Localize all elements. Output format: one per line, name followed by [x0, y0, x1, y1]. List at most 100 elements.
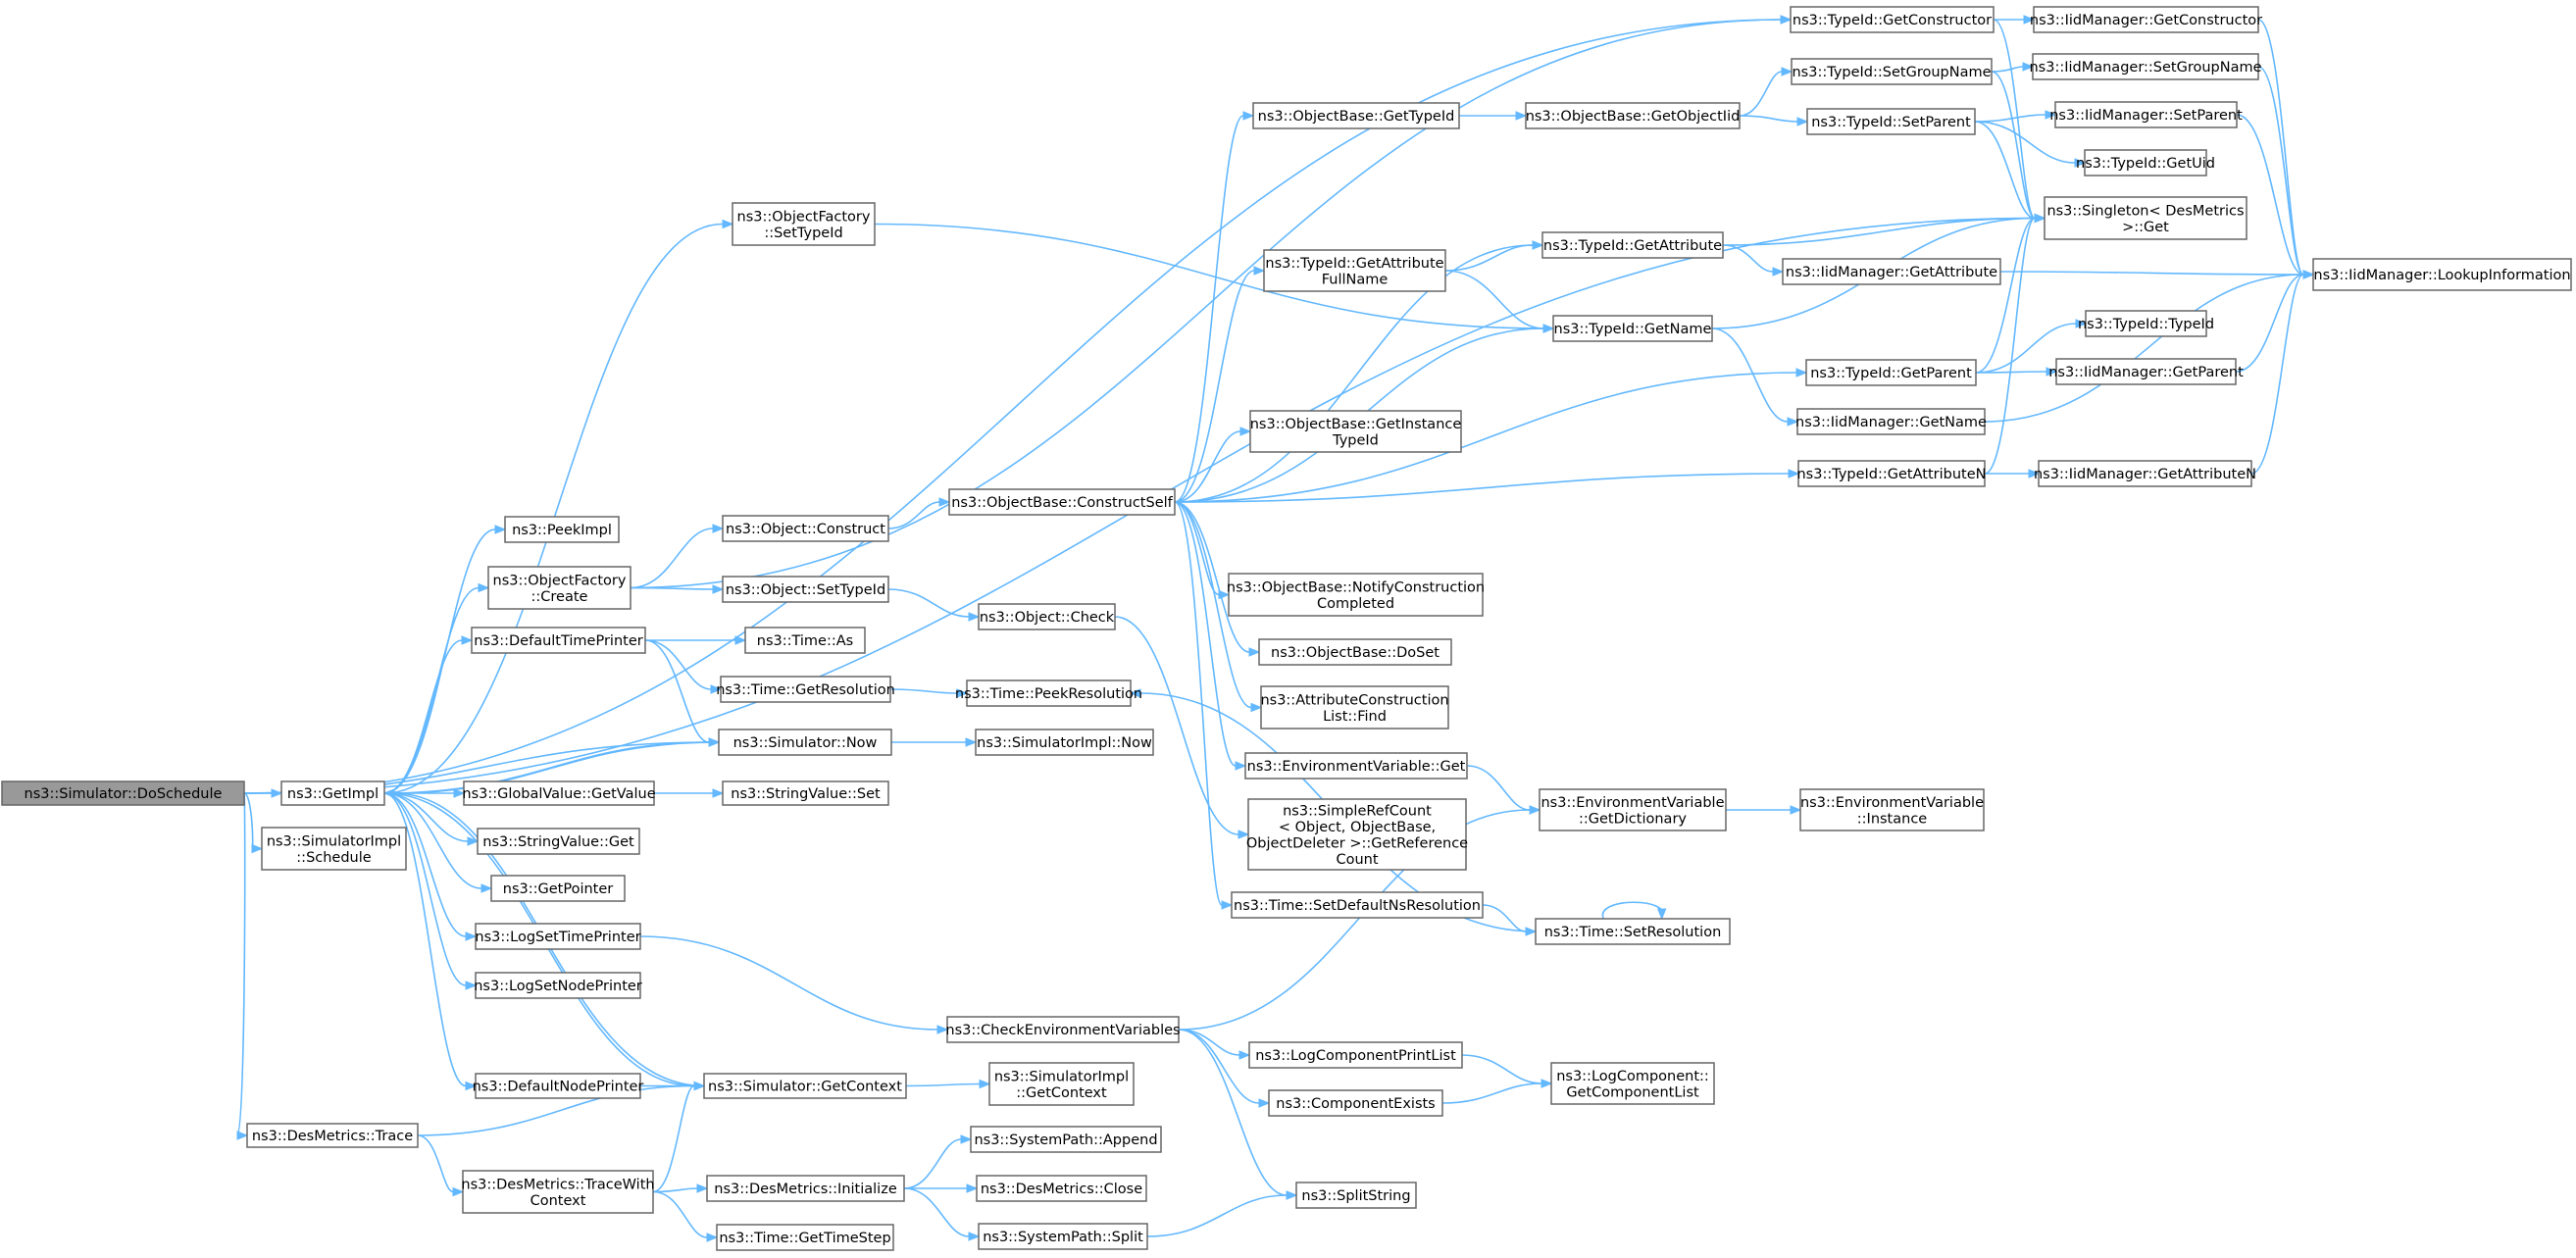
- node-desmetrics_initialize[interactable]: ns3::DesMetrics::Initialize: [706, 1175, 905, 1202]
- node-logsetnodeprinter[interactable]: ns3::LogSetNodePrinter: [474, 972, 642, 999]
- node-logcomponent_getcomponentlist[interactable]: ns3::LogComponent::GetComponentList: [1550, 1062, 1715, 1105]
- node-checkenvvars[interactable]: ns3::CheckEnvironmentVariables: [945, 1016, 1181, 1043]
- node-objectbase_getobjectiid[interactable]: ns3::ObjectBase::GetObjectIid: [1525, 102, 1741, 129]
- node-iidmanager_getattributen[interactable]: ns3::IidManager::GetAttributeN: [2034, 460, 2256, 487]
- node-time_as[interactable]: ns3::Time::As: [744, 627, 866, 654]
- edge-arrowhead: [465, 1081, 478, 1091]
- node-label: ns3::IidManager::GetAttribute: [1786, 265, 1997, 280]
- edge-line: [874, 223, 1544, 329]
- node-defaulttimeprinter[interactable]: ns3::DefaultTimePrinter: [471, 627, 646, 654]
- node-doschedule[interactable]: ns3::Simulator::DoSchedule: [1, 780, 245, 806]
- node-typeid_typeid[interactable]: ns3::TypeId::TypeId: [2078, 310, 2214, 337]
- edge-time_getresolution-to-time_peekresolution: [889, 688, 969, 698]
- edge-line: [1991, 71, 2036, 220]
- node-label: ::Create: [531, 589, 588, 605]
- node-splitstring[interactable]: ns3::SplitString: [1295, 1182, 1417, 1209]
- node-typeid_getname[interactable]: ns3::TypeId::GetName: [1552, 315, 1713, 342]
- edge-line: [383, 528, 496, 794]
- node-label: ns3::SplitString: [1301, 1188, 1410, 1204]
- node-box: [2033, 6, 2259, 33]
- node-simulator_getcontext[interactable]: ns3::Simulator::GetContext: [703, 1073, 907, 1099]
- node-object_check[interactable]: ns3::Object::Check: [978, 603, 1116, 630]
- edge-iidmanager_setparent-to-iidmanager_lookupinformation: [2236, 114, 2315, 279]
- edge-line: [1739, 71, 1783, 117]
- node-time_setdefaultnsresolution[interactable]: ns3::Time::SetDefaultNsResolution: [1231, 891, 1484, 919]
- node-box: [975, 729, 1154, 756]
- node-iidmanager_lookupinformation[interactable]: ns3::IidManager::LookupInformation: [2312, 258, 2572, 291]
- node-box: [2055, 358, 2237, 385]
- edge-objectbase_constructself-to-typeid_getattributefullname: [1174, 266, 1266, 503]
- node-time_getresolution[interactable]: ns3::Time::GetResolution: [716, 676, 895, 703]
- node-time_setresolution[interactable]: ns3::Time::SetResolution: [1535, 918, 1731, 945]
- node-time_peekresolution[interactable]: ns3::Time::PeekResolution: [955, 679, 1142, 707]
- node-iidmanager_getname[interactable]: ns3::IidManager::GetName: [1795, 408, 1987, 435]
- node-box: [1244, 752, 1468, 780]
- node-label: ns3::TypeId::GetUid: [2076, 156, 2215, 172]
- node-label: ns3::Time::SetResolution: [1544, 925, 1722, 940]
- node-time_gettimestep[interactable]: ns3::Time::GetTimeStep: [716, 1224, 894, 1251]
- node-typeid_getconstructor[interactable]: ns3::TypeId::GetConstructor: [1790, 6, 1995, 33]
- node-logsettimeprinter[interactable]: ns3::LogSetTimePrinter: [475, 923, 641, 950]
- node-iidmanager_setgroupname[interactable]: ns3::IidManager::SetGroupName: [2029, 53, 2262, 80]
- node-simimpl_getcontext[interactable]: ns3::SimulatorImpl::GetContext: [988, 1062, 1135, 1106]
- node-typeid_setparent[interactable]: ns3::TypeId::SetParent: [1806, 108, 1976, 135]
- node-box: [946, 1016, 1180, 1043]
- node-envvar_getdictionary[interactable]: ns3::EnvironmentVariable::GetDictionary: [1539, 788, 1727, 831]
- node-typeid_getuid[interactable]: ns3::TypeId::GetUid: [2076, 149, 2215, 176]
- edge-line: [1975, 217, 2036, 374]
- edge-envvar_getdictionary-to-envvar_instance: [1725, 805, 1802, 815]
- node-iidmanager_setparent[interactable]: ns3::IidManager::SetParent: [2049, 101, 2243, 128]
- edge-desmetrics_initialize-to-systempath_append: [903, 1134, 973, 1189]
- node-objfactory_settypeid[interactable]: ns3::ObjectFactory::SetTypeId: [732, 202, 876, 246]
- node-objectbase_constructself[interactable]: ns3::ObjectBase::ConstructSelf: [948, 488, 1176, 516]
- node-objectbase_notifyconstruction[interactable]: ns3::ObjectBase::NotifyConstructionCompl…: [1227, 573, 1485, 617]
- edge-line: [1999, 271, 2304, 276]
- node-stringvalue_get[interactable]: ns3::StringValue::Get: [477, 828, 640, 855]
- node-simulatorimpl_now[interactable]: ns3::SimulatorImpl::Now: [975, 729, 1154, 756]
- node-box: [2312, 258, 2572, 291]
- node-objfactory_create[interactable]: ns3::ObjectFactory::Create: [487, 566, 631, 610]
- edge-line: [639, 935, 938, 1031]
- node-iidmanager_getconstructor[interactable]: ns3::IidManager::GetConstructor: [2030, 6, 2262, 33]
- node-envvar_instance[interactable]: ns3::EnvironmentVariable::Instance: [1799, 788, 1985, 831]
- node-envvar_get[interactable]: ns3::EnvironmentVariable::Get: [1244, 752, 1468, 780]
- node-logcomponentprintlist[interactable]: ns3::LogComponentPrintList: [1248, 1041, 1463, 1069]
- node-typeid_getattribute[interactable]: ns3::TypeId::GetAttribute: [1541, 231, 1724, 259]
- node-systempath_append[interactable]: ns3::SystemPath::Append: [970, 1126, 1162, 1153]
- edge-arrowhead: [706, 1233, 719, 1242]
- edge-arrowhead: [1515, 111, 1528, 121]
- node-defaultnodeprinter[interactable]: ns3::DefaultNodePrinter: [473, 1073, 644, 1099]
- node-desmetrics_trace[interactable]: ns3::DesMetrics::Trace: [246, 1123, 419, 1148]
- node-simimpl_schedule[interactable]: ns3::SimulatorImpl::Schedule: [261, 827, 407, 871]
- node-globalvalue_getvalue[interactable]: ns3::GlobalValue::GetValue: [462, 780, 656, 806]
- node-singleton_get[interactable]: ns3::Singleton< DesMetrics>::Get: [2044, 196, 2248, 240]
- node-systempath_split[interactable]: ns3::SystemPath::Split: [978, 1223, 1148, 1250]
- node-object_settypeid[interactable]: ns3::Object::SetTypeId: [722, 576, 889, 603]
- node-simulator_now[interactable]: ns3::Simulator::Now: [718, 729, 892, 756]
- node-object_construct[interactable]: ns3::Object::Construct: [722, 515, 889, 542]
- node-typeid_getparent[interactable]: ns3::TypeId::GetParent: [1805, 359, 1977, 386]
- node-objectbase_gettypeid[interactable]: ns3::ObjectBase::GetTypeId: [1252, 102, 1460, 129]
- node-typeid_setgroupname[interactable]: ns3::TypeId::SetGroupName: [1791, 58, 1993, 85]
- node-objectbase_doset[interactable]: ns3::ObjectBase::DoSet: [1258, 638, 1452, 666]
- node-componentexists[interactable]: ns3::ComponentExists: [1268, 1089, 1443, 1117]
- node-stringvalue_set[interactable]: ns3::StringValue::Set: [722, 780, 889, 806]
- node-simplerefcount[interactable]: ns3::SimpleRefCount< Object, ObjectBase,…: [1246, 798, 1468, 871]
- node-typeid_getattributen[interactable]: ns3::TypeId::GetAttributeN: [1796, 460, 1987, 487]
- edge-typeid_getattribute-to-iidmanager_getattribute: [1722, 244, 1785, 277]
- node-box: [966, 679, 1132, 707]
- node-iidmanager_getparent[interactable]: ns3::IidManager::GetParent: [2048, 358, 2244, 385]
- node-label: ns3::IidManager::GetAttributeN: [2034, 467, 2256, 482]
- node-box: [1248, 1041, 1463, 1069]
- node-peekimpl[interactable]: ns3::PeekImpl: [504, 516, 620, 543]
- node-getpointer[interactable]: ns3::GetPointer: [490, 875, 626, 902]
- node-iidmanager_getattribute[interactable]: ns3::IidManager::GetAttribute: [1782, 258, 2001, 285]
- node-getimpl[interactable]: ns3::GetImpl: [280, 780, 385, 806]
- node-desmetrics_close[interactable]: ns3::DesMetrics::Close: [976, 1175, 1147, 1202]
- node-box: [1550, 1062, 1715, 1105]
- node-box: [2032, 53, 2259, 80]
